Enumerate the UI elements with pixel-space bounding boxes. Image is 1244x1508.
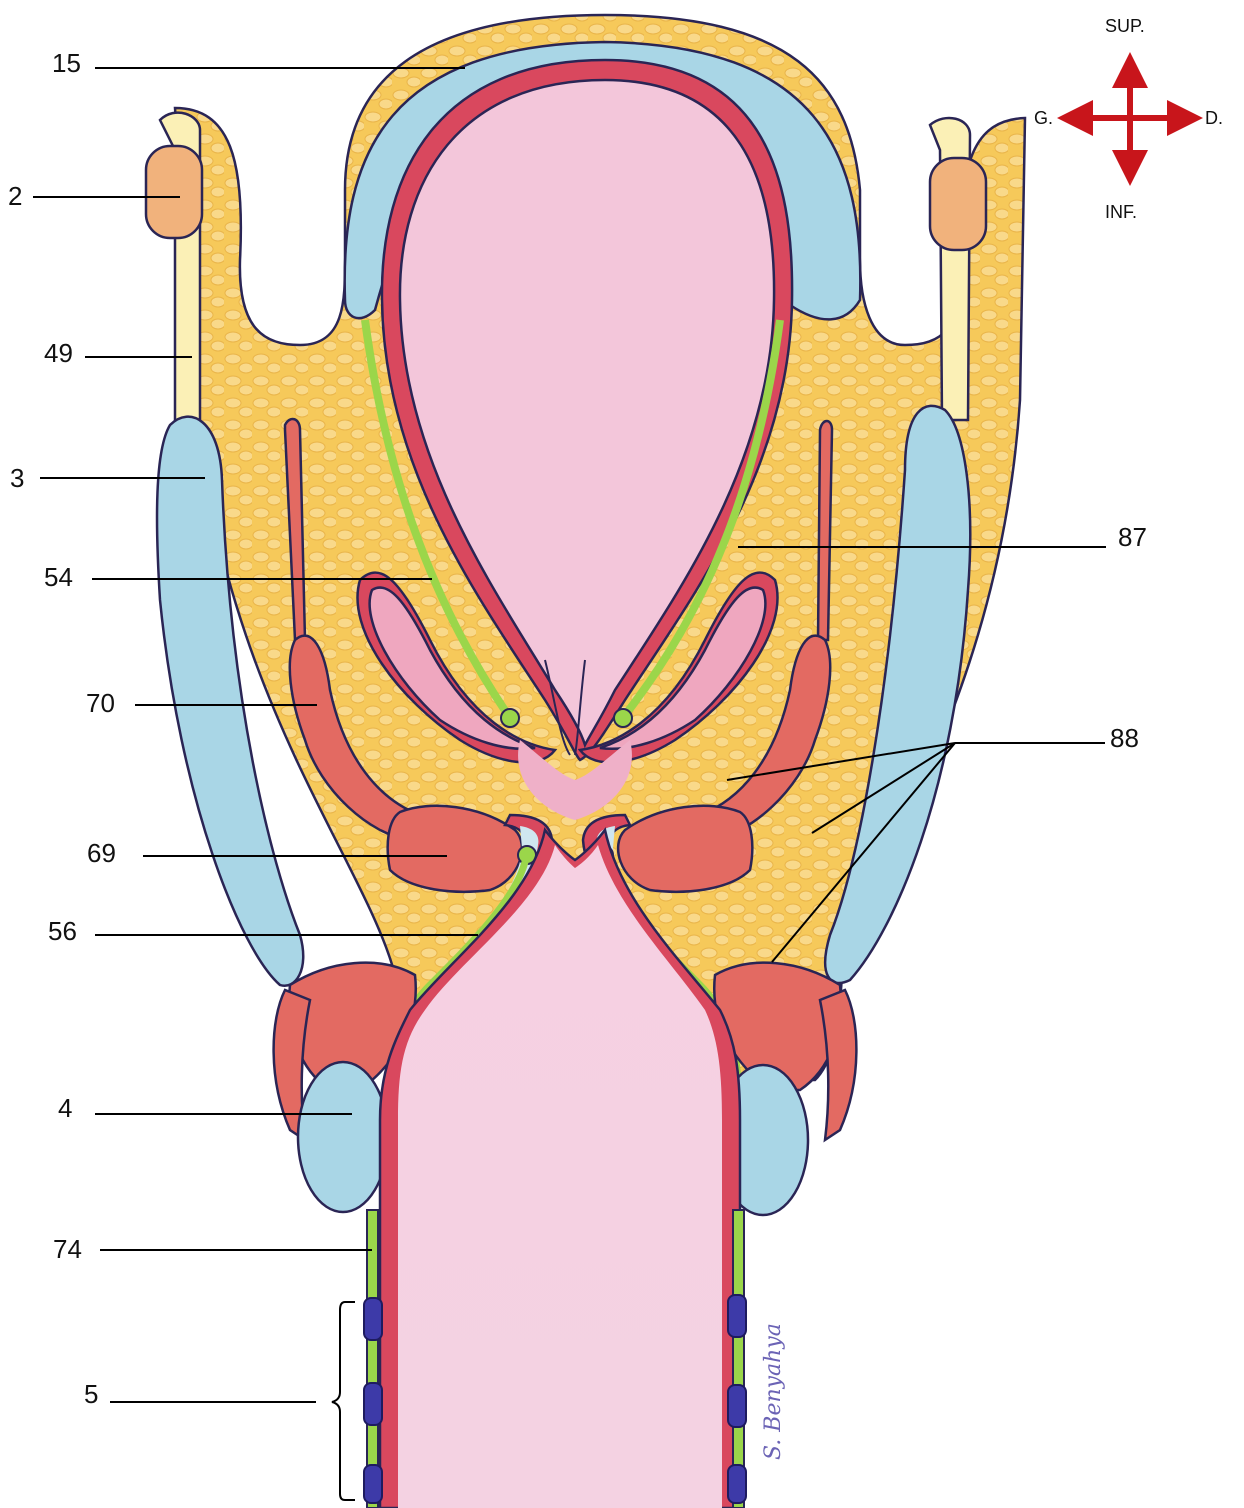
tracheal-ring-right-1 xyxy=(728,1295,746,1337)
label-69: 69 xyxy=(87,838,116,868)
orientation-right-label: D. xyxy=(1205,108,1223,128)
label-88: 88 xyxy=(1110,723,1139,753)
trachealis-membrane-left xyxy=(367,1210,378,1508)
label-15: 15 xyxy=(52,48,81,78)
label-3: 3 xyxy=(10,463,24,493)
orientation-left-label: G. xyxy=(1034,108,1053,128)
label-5: 5 xyxy=(84,1379,98,1409)
tracheal-ring-right-3 xyxy=(728,1465,746,1503)
label-56: 56 xyxy=(48,916,77,946)
vestibular-ligament-right xyxy=(614,709,632,727)
label-54: 54 xyxy=(44,562,73,592)
vestibular-ligament-left xyxy=(501,709,519,727)
cricoid-cartilage-left xyxy=(298,1062,388,1212)
tracheal-ring-left-3 xyxy=(364,1465,382,1503)
label-70: 70 xyxy=(86,688,115,718)
tracheal-ring-left-1 xyxy=(364,1298,382,1340)
corniculate-cartilage-right xyxy=(930,158,986,250)
label-74: 74 xyxy=(53,1234,82,1264)
label-4: 4 xyxy=(58,1093,72,1123)
corniculate-cartilage-left xyxy=(146,146,202,238)
orientation-sup-label: SUP. xyxy=(1105,16,1145,36)
orientation-inf-label: INF. xyxy=(1105,202,1137,222)
artist-signature: S. Benyahya xyxy=(761,1323,786,1460)
label-49: 49 xyxy=(44,338,73,368)
tracheal-ring-left-2 xyxy=(364,1383,382,1425)
tracheal-ring-right-2 xyxy=(728,1385,746,1427)
label-2: 2 xyxy=(8,181,22,211)
label-87: 87 xyxy=(1118,522,1147,552)
trachealis-membrane-right xyxy=(733,1210,744,1508)
brace-5 xyxy=(332,1302,355,1500)
orientation-cross: SUP. INF. G. D. xyxy=(1034,16,1223,222)
